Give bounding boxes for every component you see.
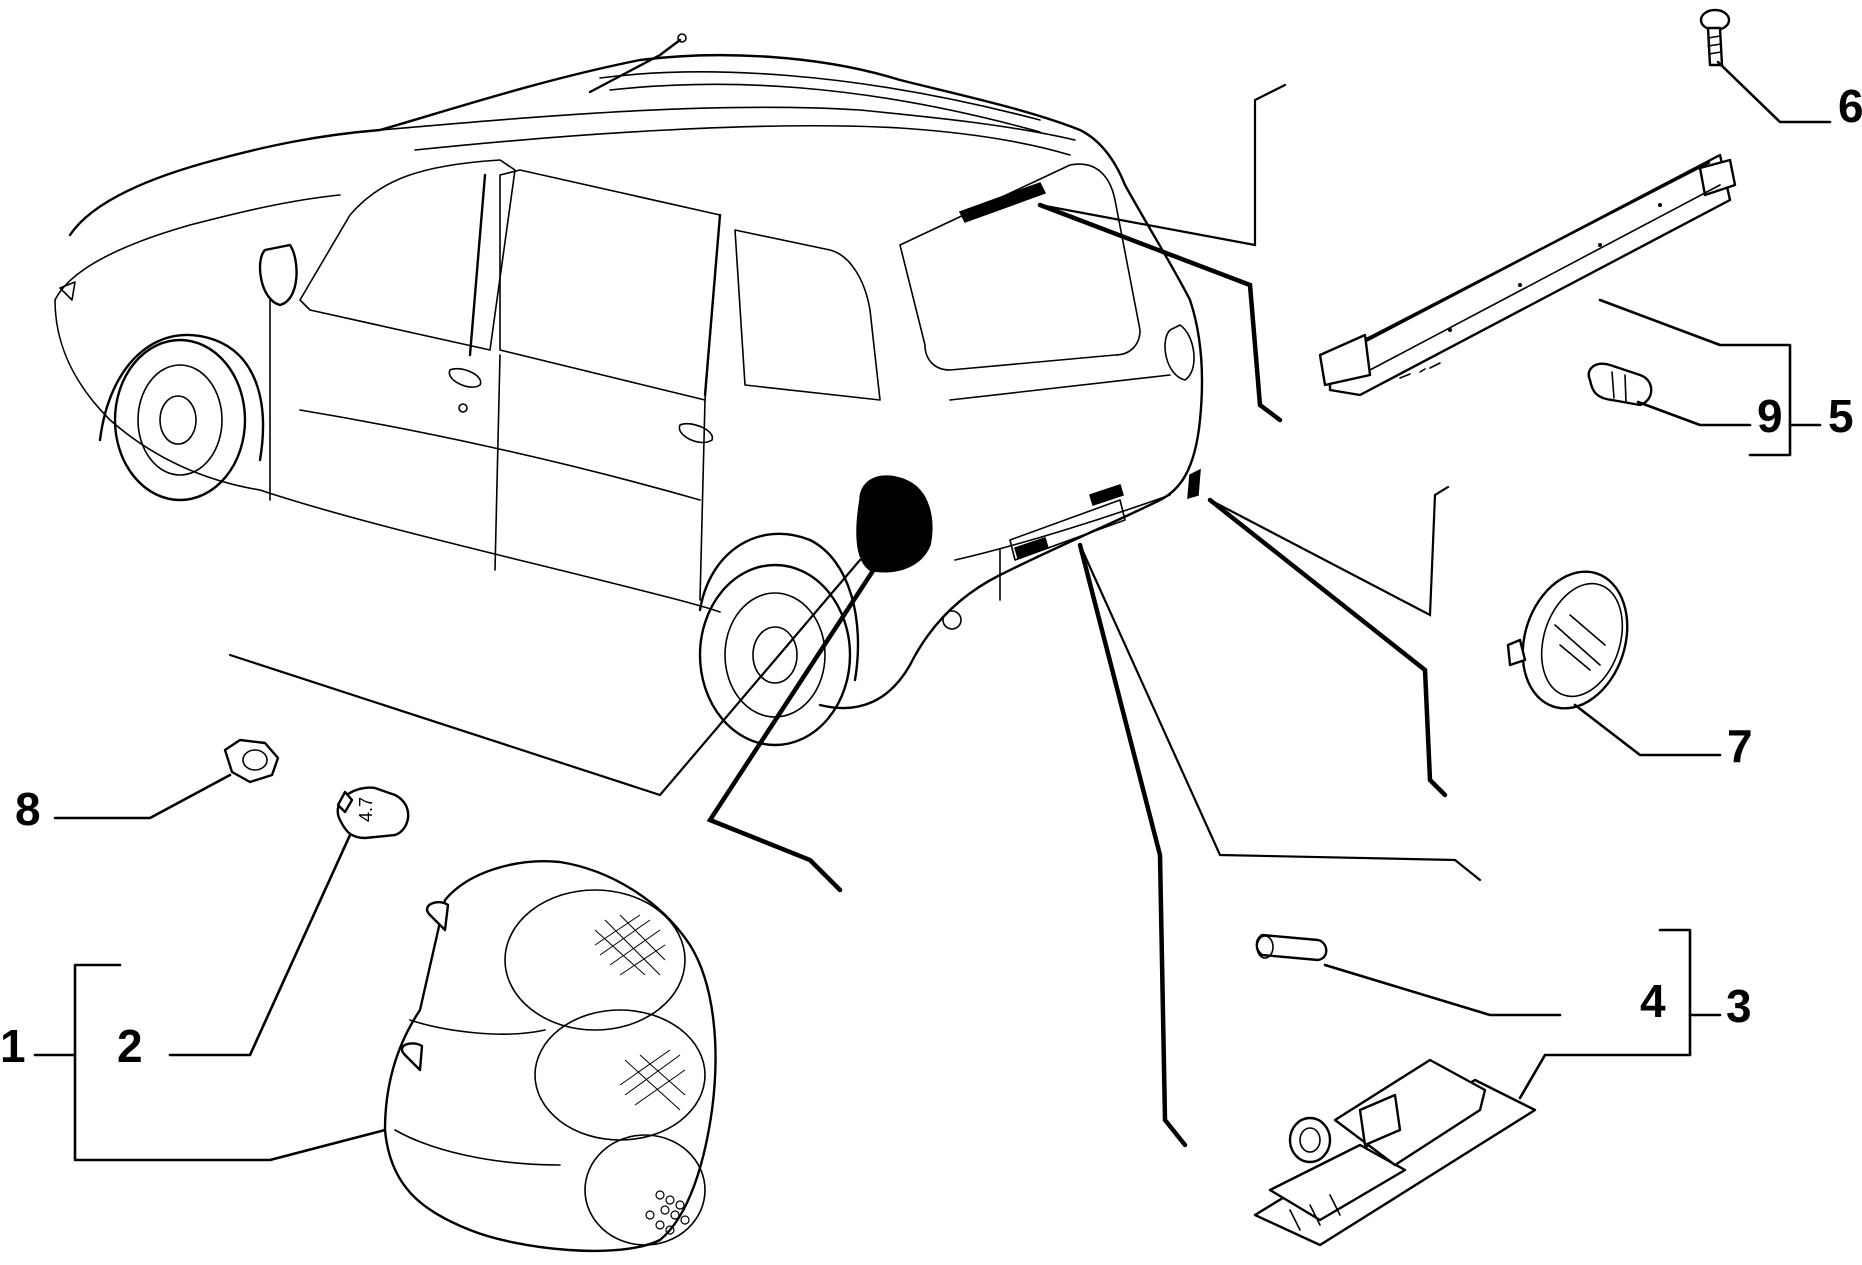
callout-2: 2 (117, 1020, 143, 1072)
callout-4: 4 (1640, 975, 1666, 1027)
screw-part (1699, 8, 1731, 67)
wedge-bulb-part (1587, 362, 1653, 407)
tail-light-cluster-part (383, 860, 717, 1253)
callout-3: 3 (1726, 980, 1752, 1032)
tail-bulb-part: 4.7 (336, 786, 410, 840)
leader-lines (33, 60, 1832, 1162)
callout-7: 7 (1727, 720, 1753, 772)
callout-1: 1 (0, 1020, 26, 1072)
callout-9: 9 (1757, 390, 1783, 442)
plate-bulb-part (1255, 933, 1328, 962)
guide-lines (228, 83, 1482, 1148)
callout-6: 6 (1838, 80, 1862, 132)
side-marker-lamp-part (1506, 570, 1629, 710)
nut-part (223, 738, 280, 784)
callout-8: 8 (15, 783, 41, 835)
third-brake-light-part (1318, 153, 1737, 397)
callout-5: 5 (1828, 390, 1854, 442)
bulb-marking-text: 4.7 (356, 797, 376, 822)
car-drawing (54, 33, 1204, 747)
license-plate-lamp-part (1253, 1058, 1537, 1247)
callout-labels: 6 9 5 7 8 2 1 4 3 (0, 80, 1862, 1072)
